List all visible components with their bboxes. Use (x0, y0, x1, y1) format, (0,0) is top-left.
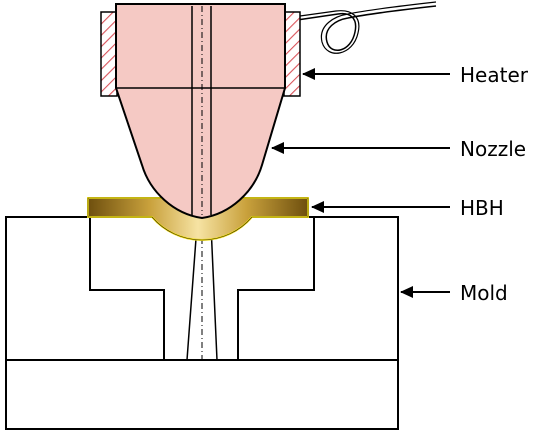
heater-label: Heater (460, 63, 529, 87)
callout-hbh: HBH (311, 196, 504, 220)
nozzle-label: Nozzle (460, 137, 526, 161)
hbh-plate (87, 197, 309, 242)
mold-cavity (89, 217, 315, 361)
mold (5, 216, 399, 430)
callout-mold: Mold (400, 281, 508, 305)
nozzle-body (115, 3, 286, 220)
heater-band-left (100, 11, 118, 97)
heater-band-right (283, 11, 301, 97)
callout-nozzle: Nozzle (271, 137, 526, 161)
callout-heater: Heater (302, 63, 529, 87)
sprue-channel (186, 224, 218, 361)
hbh-outline (87, 197, 309, 241)
mold-label: Mold (460, 281, 508, 305)
hbh-label: HBH (460, 196, 504, 220)
heater-wire-outer (299, 1, 437, 54)
mold-outer (5, 216, 399, 430)
nozzle (115, 3, 286, 220)
heater-wire (296, 5, 437, 52)
